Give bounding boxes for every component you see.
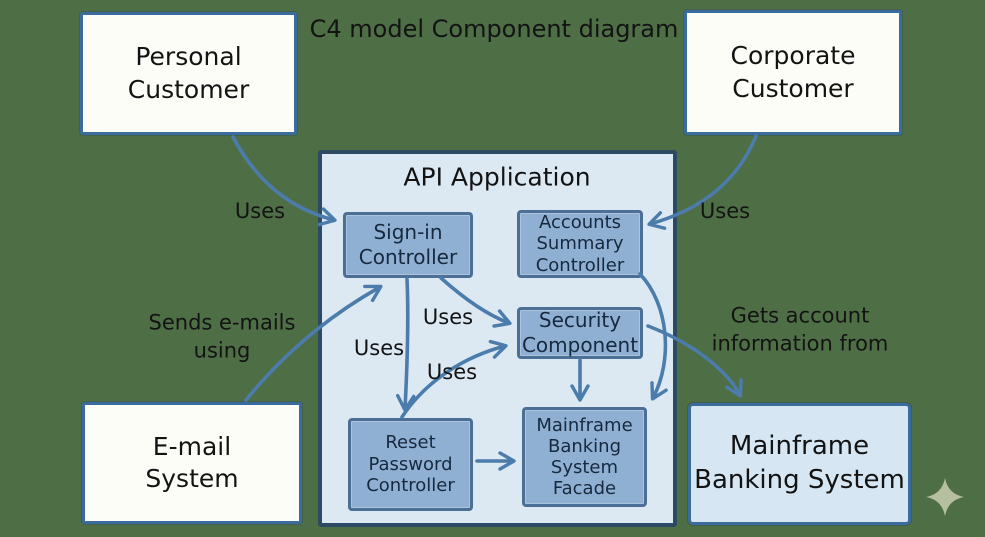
edge-label-uses-signin-security: Uses bbox=[422, 304, 474, 329]
mainframe-banking-system-facade-component: Mainframe Banking System Facade bbox=[522, 407, 647, 507]
sign-in-controller-component: Sign-in Controller bbox=[343, 212, 473, 278]
edge-label-uses-reset-security: Uses bbox=[426, 359, 478, 384]
arrow-personal-to-signin bbox=[231, 135, 337, 227]
arrow-signin-to-security bbox=[439, 276, 512, 328]
edge-label-uses-corporate: Uses bbox=[699, 198, 751, 223]
arrow-signin-to-reset bbox=[395, 277, 416, 412]
arrow-email-to-signin bbox=[244, 284, 383, 402]
security-component-component: Security Component bbox=[517, 307, 643, 359]
edge-label-gets-account-info: Gets account information from bbox=[711, 303, 889, 356]
arrow-reset-to-security bbox=[400, 339, 508, 419]
diagram-title: C4 model Component diagram bbox=[309, 15, 679, 43]
sparkle-icon bbox=[926, 478, 964, 516]
email-system-node: E-mail System bbox=[82, 402, 302, 524]
api-application-title: API Application bbox=[403, 162, 591, 192]
arrow-accounts-to-facade bbox=[638, 272, 668, 401]
mainframe-banking-system-node: Mainframe Banking System bbox=[688, 403, 911, 525]
arrow-corporate-to-accounts bbox=[647, 134, 758, 230]
edge-label-uses-personal: Uses bbox=[234, 198, 286, 223]
arrow-security-to-mainframe bbox=[646, 324, 743, 398]
corporate-customer-node: Corporate Customer bbox=[684, 10, 902, 135]
personal-customer-node: Personal Customer bbox=[80, 12, 297, 135]
reset-password-controller-component: Reset Password Controller bbox=[348, 418, 473, 511]
accounts-summary-controller-component: Accounts Summary Controller bbox=[517, 210, 643, 278]
edge-label-uses-signin-reset: Uses bbox=[353, 335, 405, 360]
edge-label-sends-emails: Sends e-mails using bbox=[148, 310, 296, 363]
